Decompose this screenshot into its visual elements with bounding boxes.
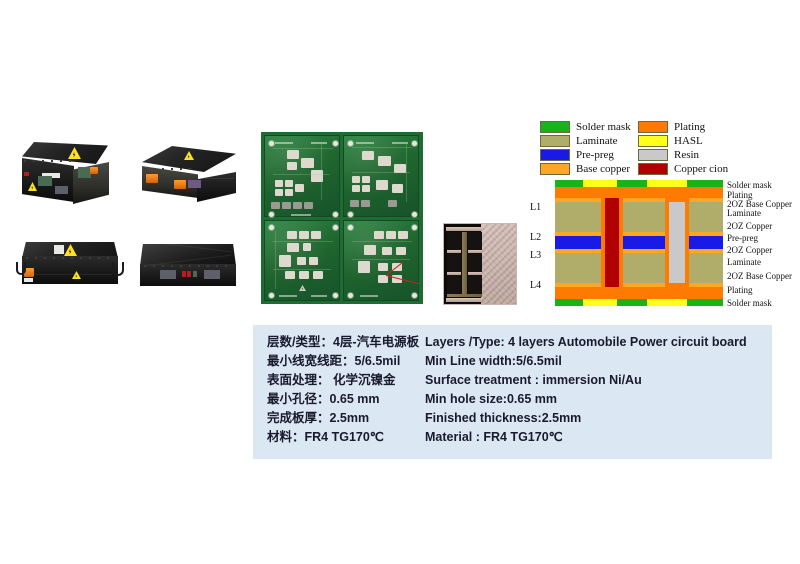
stackup-label-plating-bot: Plating: [727, 285, 753, 295]
legend-item-solder-mask: Solder mask: [540, 120, 631, 134]
legend: Solder mask Laminate Pre-preg Base coppe…: [540, 120, 790, 178]
spec-cn-layers: 层数/类型：4层-汽车电源板: [267, 335, 420, 349]
microsection-photo: [443, 223, 517, 305]
spec-en-linewidth: Min Line width:5/6.5mil: [425, 354, 562, 368]
legend-column-2: Plating HASL Resin Copper cion: [638, 120, 728, 176]
spec-cn-material: 材料：FR4 TG170℃: [267, 430, 384, 444]
product-photo-3: [16, 240, 124, 296]
stackup-cross-section: [555, 180, 723, 306]
stackup-label-pre-preg: Pre-preg: [727, 233, 758, 243]
layer-mark-l3: L3: [530, 250, 542, 261]
legend-label: Base copper: [576, 163, 631, 175]
plating-swatch: [638, 121, 668, 133]
base-copper-swatch: [540, 163, 570, 175]
layer-mark-l2: L2: [530, 232, 542, 243]
legend-label: Laminate: [576, 135, 618, 147]
spec-cn-thickness: 完成板厚：2.5mm: [267, 411, 370, 425]
legend-label: Solder mask: [576, 121, 631, 133]
stackup-label-copper-l2: 2OZ Copper: [727, 221, 773, 231]
stackup-label-base-copper-top: 2OZ Base Copper: [727, 199, 792, 209]
stackup-layer-marks: L1 L2 L3 L4: [524, 180, 552, 306]
legend-column-1: Solder mask Laminate Pre-preg Base coppe…: [540, 120, 631, 176]
spec-en-layers: Layers /Type: 4 layers Automobile Power …: [425, 335, 747, 349]
legend-item-hasl: HASL: [638, 134, 728, 148]
legend-label: HASL: [674, 135, 703, 147]
layer-mark-l4: L4: [530, 280, 542, 291]
spec-panel: 层数/类型：4层-汽车电源板 最小线宽线距：5/6.5mil 表面处理： 化学沉…: [253, 325, 772, 459]
legend-item-laminate: Laminate: [540, 134, 631, 148]
layer-mark-l1: L1: [530, 202, 542, 213]
spec-cn-surface: 表面处理： 化学沉镍金: [267, 373, 396, 387]
spec-cn-linewidth: 最小线宽线距：5/6.5mil: [267, 354, 401, 368]
legend-label: Pre-preg: [576, 149, 614, 161]
spec-column-english: Layers /Type: 4 layers Automobile Power …: [425, 333, 765, 447]
product-photo-1: [16, 140, 116, 208]
spec-en-material: Material : FR4 TG170℃: [425, 430, 563, 444]
stackup-label-plating-top: Plating: [727, 190, 753, 200]
laminate-swatch: [540, 135, 570, 147]
legend-item-base-copper: Base copper: [540, 162, 631, 176]
stackup-label-copper-l3: 2OZ Copper: [727, 245, 773, 255]
stackup-layer-labels: Solder mask Plating 2OZ Base Copper Lami…: [727, 180, 800, 310]
product-photo-grid: [14, 134, 242, 306]
copper-cion-swatch: [638, 163, 668, 175]
legend-item-resin: Resin: [638, 148, 728, 162]
product-photo-2: [134, 146, 240, 206]
hasl-swatch: [638, 135, 668, 147]
stackup-label-laminate-lower: Laminate: [727, 257, 761, 267]
stackup-diagram: L1 L2 L3 L4: [524, 180, 800, 310]
stackup-label-base-copper-bot: 2OZ Base Copper: [727, 271, 792, 281]
pre-preg-swatch: [540, 149, 570, 161]
spec-cn-holesize: 最小孔径：0.65 mm: [267, 392, 380, 406]
resin-swatch: [638, 149, 668, 161]
stackup-label-solder-mask-bot: Solder mask: [727, 298, 772, 308]
legend-label: Plating: [674, 121, 706, 133]
product-photo-4: [136, 240, 240, 294]
pcb-panel-photo: [261, 132, 423, 304]
spec-en-thickness: Finished thickness:2.5mm: [425, 411, 582, 425]
legend-item-pre-preg: Pre-preg: [540, 148, 631, 162]
spec-column-chinese: 层数/类型：4层-汽车电源板 最小线宽线距：5/6.5mil 表面处理： 化学沉…: [267, 333, 442, 447]
stackup-label-laminate-upper: Laminate: [727, 208, 761, 218]
stackup-label-solder-mask-top: Solder mask: [727, 180, 772, 190]
solder-mask-swatch: [540, 121, 570, 133]
legend-label: Resin: [674, 149, 700, 161]
legend-item-copper-cion: Copper cion: [638, 162, 728, 176]
legend-label: Copper cion: [674, 163, 729, 175]
spec-en-holesize: Min hole size:0.65 mm: [425, 392, 557, 406]
spec-en-surface: Surface treatment : immersion Ni/Au: [425, 373, 642, 387]
legend-item-plating: Plating: [638, 120, 728, 134]
